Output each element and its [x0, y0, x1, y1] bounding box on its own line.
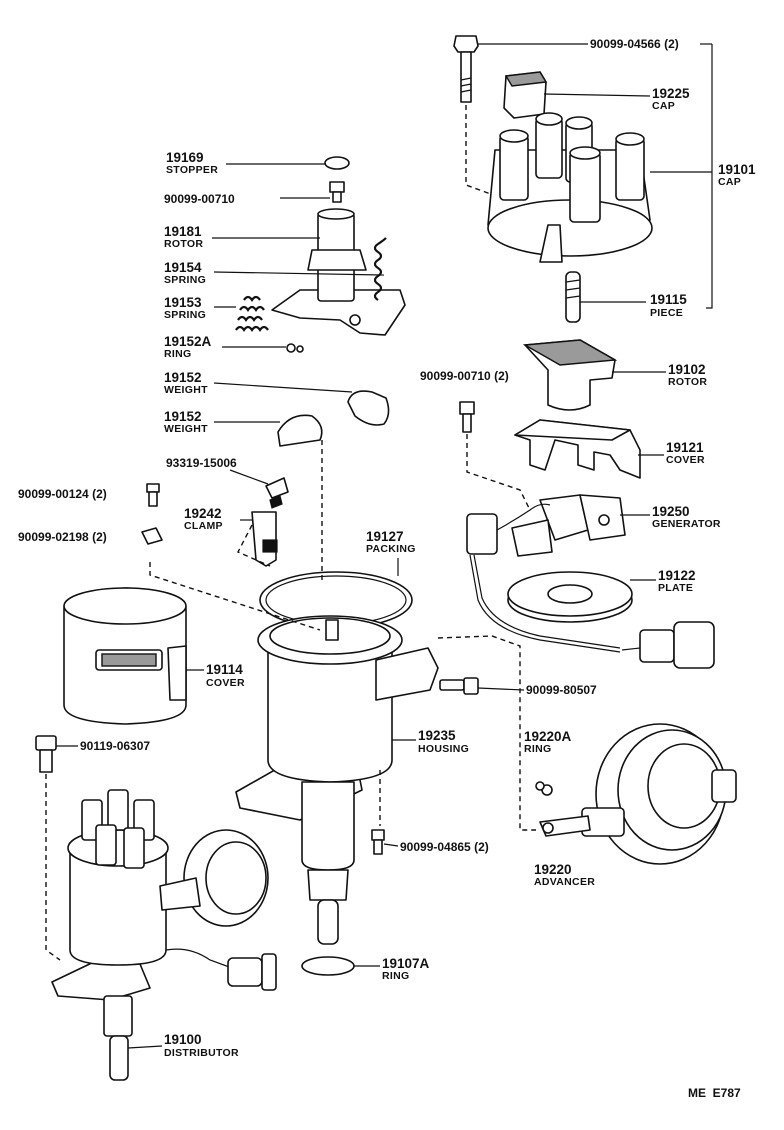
name-19100: DISTRIBUTOR [164, 1047, 239, 1059]
screw-93319-15006-drawing [265, 477, 289, 509]
leader-lines [56, 43, 712, 1049]
label-19169: 19169 [166, 150, 204, 165]
bolt-90099-80507-drawing [439, 677, 479, 695]
bolt-90099-00124-drawing [146, 483, 160, 507]
name-19115: PIECE [650, 307, 683, 319]
clamp-guide-dashed [237, 524, 271, 567]
bolt-90099-04566-drawing [453, 35, 479, 103]
label-90099-02198: 90099-02198 (2) [18, 530, 107, 544]
name-19122: PLATE [658, 582, 693, 594]
screw-90099-04865-drawing [371, 829, 385, 855]
label-19121: 19121 [666, 440, 704, 455]
cap-19225-drawing [503, 71, 548, 119]
name-19235: HOUSING [418, 743, 469, 755]
weight-19152-lower-drawing [277, 414, 323, 447]
advancer-guide-dashed [437, 635, 536, 831]
bolt-90119-06307-drawing [35, 735, 57, 773]
name-19152-upper: WEIGHT [164, 384, 208, 396]
name-19153: SPRING [164, 309, 206, 321]
label-90119-06307: 90119-06307 [80, 739, 150, 753]
label-19152-upper: 19152 [164, 370, 202, 385]
label-19101: 19101 [718, 162, 756, 177]
name-19152A: RING [164, 348, 191, 360]
label-19102: 19102 [668, 362, 706, 377]
label-93319-15006: 93319-15006 [166, 456, 237, 470]
rotor-19181-drawing [271, 208, 406, 336]
screw-90099-00710-drawing [329, 181, 345, 203]
name-19101: CAP [718, 176, 741, 188]
ring-19220A-drawing [535, 781, 553, 796]
name-19169: STOPPER [166, 164, 218, 176]
distributor-19100-drawing [51, 789, 277, 1081]
label-19152-lower: 19152 [164, 409, 202, 424]
spring-19153-drawing [235, 295, 269, 332]
cover-19121-drawing [514, 419, 641, 479]
name-19107A: RING [382, 970, 409, 982]
name-19152-lower: WEIGHT [164, 423, 208, 435]
name-19181: ROTOR [164, 238, 203, 250]
name-19220: ADVANCER [534, 876, 595, 888]
bolt-90119-guide-dashed [45, 774, 61, 961]
label-90099-00124: 90099-00124 (2) [18, 487, 107, 501]
cover-19114-drawing [63, 587, 187, 725]
name-19225: CAP [652, 100, 675, 112]
clamp-19242-drawing [251, 511, 278, 567]
stopper-19169-drawing [324, 156, 350, 170]
label-19220: 19220 [534, 862, 572, 877]
label-19242: 19242 [184, 506, 222, 521]
ring-19107A-drawing [301, 956, 355, 976]
label-19220A: 19220A [524, 729, 572, 744]
label-19122: 19122 [658, 568, 696, 583]
name-19127: PACKING [366, 543, 416, 555]
name-19102: ROTOR [668, 376, 707, 388]
name-19114: COVER [206, 677, 245, 689]
plate-connector-drawing [621, 621, 715, 669]
piece-19115-drawing [565, 271, 581, 323]
label-90099-00710-pair: 90099-00710 (2) [420, 369, 509, 383]
label-19114: 19114 [206, 662, 243, 677]
label-19225: 19225 [652, 86, 690, 101]
name-19250: GENERATOR [652, 518, 721, 530]
name-19242: CLAMP [184, 520, 223, 532]
distributor-cap-19101-drawing [487, 112, 653, 263]
name-19220A: RING [524, 743, 551, 755]
label-19152A: 19152A [164, 334, 212, 349]
cap-bracket [706, 44, 713, 309]
rotor-19102-drawing [522, 339, 618, 411]
plate-19122-drawing [507, 571, 633, 623]
label-19127: 19127 [366, 529, 404, 544]
bolt-guide-dashed [465, 105, 549, 240]
label-19235: 19235 [418, 728, 456, 743]
label-90099-04865: 90099-04865 (2) [400, 840, 489, 854]
spring-19154-drawing [373, 237, 387, 301]
label-19250: 19250 [652, 504, 690, 519]
screw-guide-dashed [466, 434, 531, 511]
label-90099-80507: 90099-80507 [526, 683, 597, 697]
label-90099-00710: 90099-00710 [164, 192, 235, 206]
washer-90099-02198-drawing [141, 527, 163, 545]
label-19115: 19115 [650, 292, 687, 307]
part-labels: 90099-04566 (2) 19225 CAP 19101 CAP 1911… [18, 37, 756, 1100]
label-19181: 19181 [164, 224, 202, 239]
label-19154: 19154 [164, 260, 202, 275]
reference-code: ME E787 [688, 1086, 741, 1100]
generator-19250-drawing [466, 494, 626, 653]
screw-90099-00710-pair-drawing [459, 401, 475, 433]
weight-19152-upper-drawing [347, 390, 390, 426]
name-19121: COVER [666, 454, 705, 466]
label-19153: 19153 [164, 295, 202, 310]
label-19107A: 19107A [382, 956, 430, 971]
label-90099-04566: 90099-04566 (2) [590, 37, 679, 51]
washer-guide-dashed [149, 562, 321, 631]
ring-19152A-drawing [286, 343, 304, 353]
name-19154: SPRING [164, 274, 206, 286]
label-19100: 19100 [164, 1032, 202, 1047]
housing-19235-drawing [235, 615, 439, 945]
advancer-19220-drawing [539, 723, 737, 865]
